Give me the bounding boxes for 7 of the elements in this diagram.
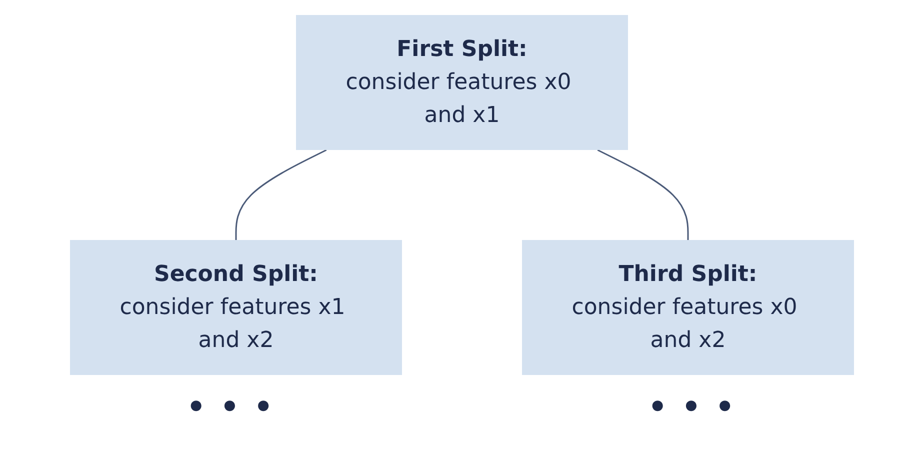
node-box: Third Split: consider features x0 and x2 — [522, 240, 854, 375]
ellipsis-mark: • • • — [186, 390, 275, 425]
connector — [234, 149, 326, 240]
node-box: First Split: consider features x0 and x1 — [296, 15, 628, 150]
ellipsis-mark: • • • — [648, 390, 736, 425]
node-box: Second Split: consider features x1 and x2 — [70, 240, 402, 375]
connector — [596, 149, 688, 240]
